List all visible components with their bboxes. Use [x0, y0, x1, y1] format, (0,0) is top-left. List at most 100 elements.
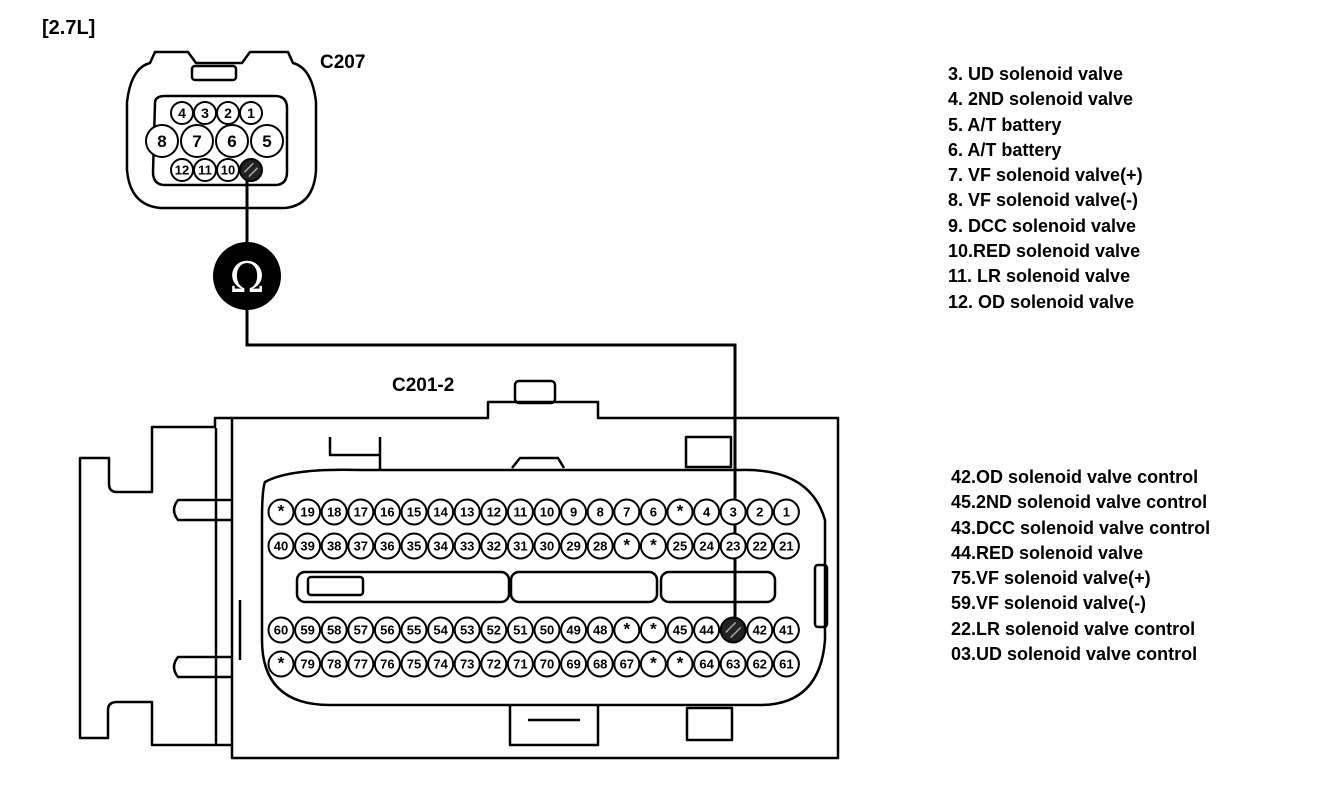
pin: 78	[320, 650, 348, 678]
legend-item: 4. 2ND solenoid valve	[948, 89, 1134, 110]
pin-label: 31	[513, 539, 527, 554]
pin-label: 11	[198, 163, 212, 178]
pin-circle	[400, 498, 428, 526]
pin-circle	[746, 532, 774, 560]
legend-c207: 3. UD solenoid valve 4. 2ND solenoid val…	[948, 62, 1143, 315]
pin-unused: *	[613, 532, 641, 560]
pin: 37	[347, 532, 375, 560]
pin: 17	[347, 498, 375, 526]
pin-circle	[427, 616, 455, 644]
legend-item: 12. OD solenoid valve	[948, 291, 1135, 312]
pin-circle	[239, 101, 263, 125]
pin-label: 74	[433, 657, 448, 672]
pin-circle	[320, 532, 348, 560]
pin-label: 21	[779, 539, 793, 554]
pin: 7	[613, 498, 641, 526]
pin-circle	[772, 616, 800, 644]
ohmmeter-icon: Ω	[213, 242, 281, 310]
pin-label: 50	[540, 623, 554, 638]
pin-label: 3	[730, 505, 737, 520]
pin-circle	[613, 498, 641, 526]
pin: 1	[772, 498, 800, 526]
pin-label: 10	[221, 163, 235, 178]
pin: 2	[216, 101, 240, 125]
pin: 53	[453, 616, 481, 644]
pin-label: 57	[354, 623, 368, 638]
pin-circle	[586, 650, 614, 678]
pin-unused: *	[639, 532, 667, 560]
pin-circle	[533, 532, 561, 560]
pin: 48	[586, 616, 614, 644]
pin: 75	[400, 650, 428, 678]
pin: 49	[560, 616, 588, 644]
pin: 40	[267, 532, 295, 560]
pin-circle	[613, 532, 641, 560]
pin-label: 63	[726, 657, 740, 672]
pin: 6	[215, 124, 249, 158]
pin-circle	[746, 650, 774, 678]
pin-circle	[639, 650, 667, 678]
pin-circle	[560, 650, 588, 678]
engine-label: [2.7L]	[42, 17, 96, 39]
pin-circle	[427, 498, 455, 526]
pin-label: 7	[192, 132, 201, 151]
pin-label: 79	[300, 657, 314, 672]
pin: 54	[427, 616, 455, 644]
pin-label: 51	[513, 623, 527, 638]
pin-circle	[400, 650, 428, 678]
pin-circle	[693, 650, 721, 678]
pin-label: 72	[487, 657, 501, 672]
pin-label: 41	[779, 623, 793, 638]
pin-label: 45	[673, 623, 687, 638]
legend-item: 03.UD solenoid valve control	[951, 644, 1198, 665]
pin-label: 58	[327, 623, 341, 638]
pin-circle	[719, 616, 747, 644]
pin-circle	[294, 650, 322, 678]
pin-label: 44	[699, 623, 714, 638]
pin-circle	[347, 532, 375, 560]
pin-circle	[506, 650, 534, 678]
pin-label: 7	[623, 505, 630, 520]
legend-item: 45.2ND solenoid valve control	[951, 492, 1208, 513]
pin-circle	[746, 498, 774, 526]
pin-circle	[613, 650, 641, 678]
pin-label: 53	[460, 623, 474, 638]
pin-circle	[639, 532, 667, 560]
pin-circle	[560, 498, 588, 526]
pin-label: 42	[753, 623, 767, 638]
pin-label: 33	[460, 539, 474, 554]
pin-label: 3	[201, 105, 209, 121]
pin: 55	[400, 616, 428, 644]
pin-circle	[693, 498, 721, 526]
pin-circle	[215, 124, 249, 158]
pin-circle	[533, 498, 561, 526]
pin-unused: *	[267, 650, 295, 678]
pin-label: 69	[566, 657, 580, 672]
pin: 24	[693, 532, 721, 560]
pin: 15	[400, 498, 428, 526]
pin-label: *	[650, 620, 657, 639]
c201-2-slot-right	[659, 570, 777, 604]
pin-circle	[772, 650, 800, 678]
pin: 69	[560, 650, 588, 678]
pin: 19	[294, 498, 322, 526]
pin: 41	[772, 616, 800, 644]
pin-label: *	[278, 502, 285, 521]
legend-item: 5. A/T battery	[948, 114, 1062, 135]
pin-label: 32	[487, 539, 501, 554]
pin-circle	[480, 650, 508, 678]
pin-label: *	[650, 536, 657, 555]
pin-hatched	[719, 616, 747, 644]
legend-item: 8. VF solenoid valve(-)	[948, 190, 1139, 211]
pin-circle	[480, 498, 508, 526]
pin: 8	[145, 124, 179, 158]
pin-label: *	[624, 620, 631, 639]
c201-2-slot-left-inner	[306, 575, 365, 597]
pin: 28	[586, 532, 614, 560]
pin-hatch	[725, 621, 742, 639]
pin-unused: *	[666, 650, 694, 678]
pin-label: 13	[460, 505, 474, 520]
pin-label: 34	[433, 539, 448, 554]
pin-circle	[294, 616, 322, 644]
